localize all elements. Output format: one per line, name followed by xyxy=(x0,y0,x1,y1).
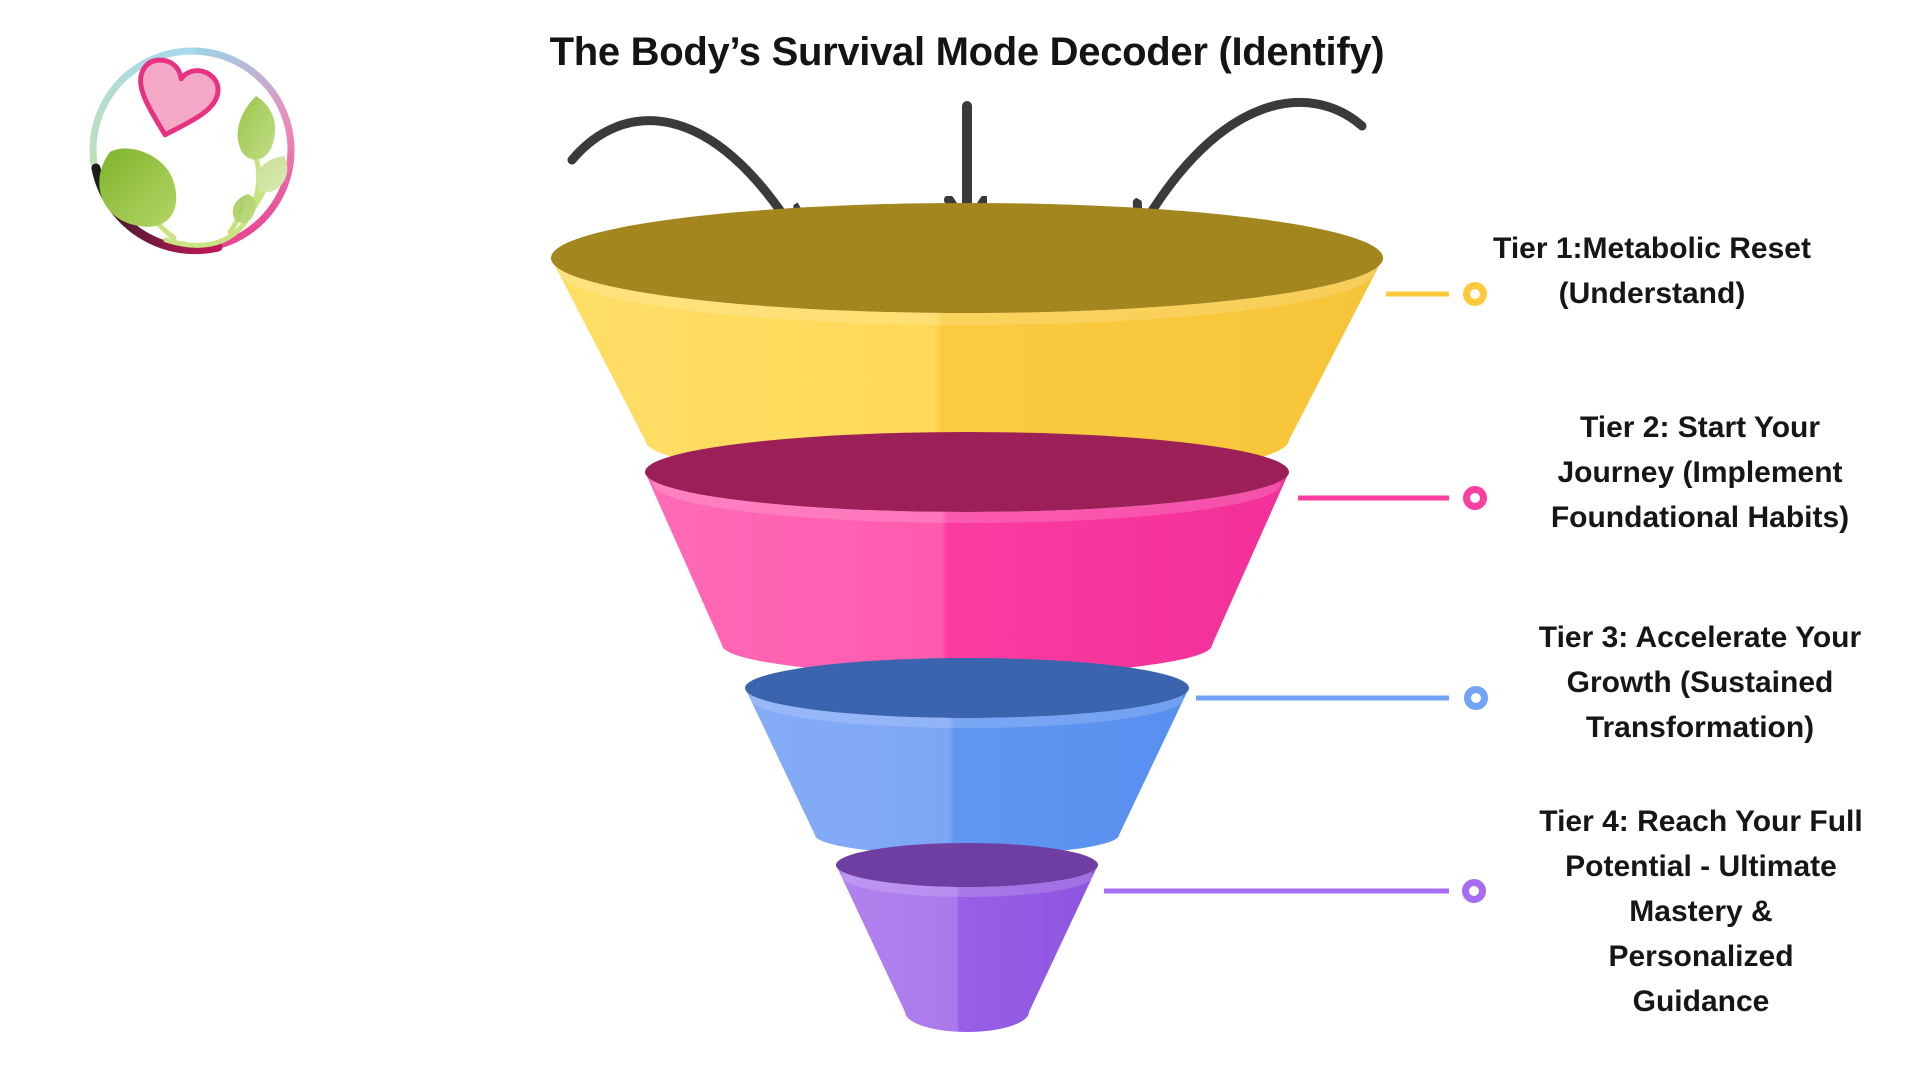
tier-4-top xyxy=(836,843,1098,887)
tier-2-face xyxy=(645,472,1289,675)
funnel-tier-2 xyxy=(645,432,1289,675)
page-title: The Body’s Survival Mode Decoder (Identi… xyxy=(549,30,1385,74)
connectors xyxy=(1104,282,1488,903)
leaf-icon xyxy=(237,96,276,160)
leaf-icon xyxy=(256,156,288,193)
tier-1-top xyxy=(551,203,1383,313)
tier-4-label: Tier 4: Reach Your Full Potential - Ulti… xyxy=(1539,805,1863,1018)
funnel-tier-3 xyxy=(745,658,1189,855)
tier-3-top xyxy=(745,658,1189,718)
brand-logo xyxy=(89,47,295,255)
tier-3-label: Tier 3: Accelerate Your Growth (Sustaine… xyxy=(1538,621,1862,744)
tier-2-connector-dot xyxy=(1463,486,1487,510)
tier-2-top xyxy=(645,432,1289,512)
tier-4-face xyxy=(836,865,1098,1032)
heart-icon xyxy=(138,57,221,138)
inflow-arrow-right xyxy=(1138,98,1367,239)
leaf-icon xyxy=(232,194,256,223)
tier-1-connector-dot xyxy=(1463,282,1487,306)
tier-3-connector-dot xyxy=(1464,686,1488,710)
funnel-tier-4 xyxy=(836,843,1098,1032)
tier-1-face xyxy=(551,258,1383,482)
tier-3-face xyxy=(745,688,1189,855)
leaf-icon xyxy=(99,148,177,227)
tier-4-connector-dot xyxy=(1462,879,1486,903)
funnel-tier-1 xyxy=(551,203,1383,482)
tier-1-label: Tier 1:Metabolic Reset (Understand) xyxy=(1493,232,1811,310)
inflow-arrow-left xyxy=(567,116,803,243)
tier-2-label: Tier 2: Start Your Journey (Implement Fo… xyxy=(1550,411,1850,534)
